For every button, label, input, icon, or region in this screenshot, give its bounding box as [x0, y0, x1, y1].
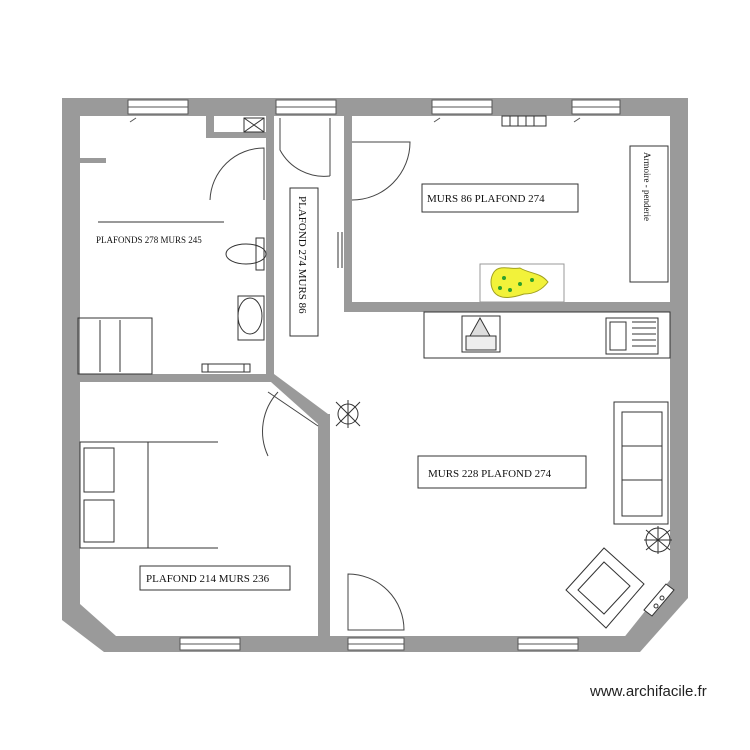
upper-room-label-box: MURS 86 PLAFOND 274	[421, 183, 579, 213]
wall-closet	[206, 116, 214, 136]
doors	[209, 118, 411, 631]
wall-top	[62, 98, 688, 116]
wardrobe: Armoire - penderie	[629, 145, 669, 283]
wall-chamfer-right	[622, 580, 688, 652]
bathroom-fixtures	[77, 221, 267, 375]
rug-icon	[479, 263, 565, 303]
wardrobe-label: Armoire - penderie	[642, 152, 652, 221]
bedroom-label: PLAFOND 214 MURS 236	[146, 573, 270, 585]
bath-cabinet	[77, 317, 153, 375]
watermark[interactable]: www.archifacile.fr	[590, 683, 707, 700]
door-bottom	[347, 573, 405, 631]
hall-label-box: PLAFOND 274 MURS 86	[289, 187, 319, 337]
wall-upper-room-left	[344, 116, 352, 312]
wall-upper-room-bottom	[344, 302, 688, 312]
sink-icon	[237, 297, 263, 335]
wall-diagonal	[262, 374, 328, 424]
living-label: MURS 228 PLAFOND 274	[428, 468, 552, 480]
wall-chamfer-left	[62, 604, 116, 652]
corner-radiator	[643, 583, 675, 617]
sofa-icon	[613, 401, 669, 525]
pillow-1	[83, 447, 115, 493]
bedroom-label-box: PLAFOND 214 MURS 236	[139, 565, 291, 591]
wall-stub	[80, 158, 106, 163]
hall-label: PLAFOND 274 MURS 86	[296, 196, 308, 314]
closet-box	[243, 117, 265, 133]
toilet-icon	[225, 243, 267, 265]
window-sill-lines	[129, 117, 581, 123]
bathroom-label: PLAFONDS 278 MURS 245	[96, 235, 202, 245]
wall-hall-left	[266, 116, 274, 380]
hall-openings	[337, 232, 343, 268]
ceiling-light-icon	[335, 400, 361, 428]
bed-icon	[79, 441, 218, 549]
armchair-icon	[565, 547, 645, 629]
wall-right	[670, 98, 688, 586]
door-bedroom	[262, 391, 279, 457]
wall-closet-2	[206, 132, 266, 138]
door-bathroom	[209, 147, 265, 201]
door-upper-room	[351, 141, 411, 201]
living-label-box: MURS 228 PLAFOND 274	[417, 455, 587, 489]
radiator-icon	[201, 363, 251, 373]
upper-radiator	[501, 115, 547, 127]
window-lines	[128, 106, 620, 645]
kitchen-counter	[423, 311, 671, 359]
wall-bedroom-right	[318, 414, 330, 652]
plant-icon	[644, 526, 672, 554]
door-entrance	[279, 118, 331, 177]
upper-room-label: MURS 86 PLAFOND 274	[427, 193, 545, 205]
pillow-2	[83, 499, 115, 543]
wall-left	[62, 98, 80, 608]
wall-bath-bottom	[80, 374, 274, 382]
